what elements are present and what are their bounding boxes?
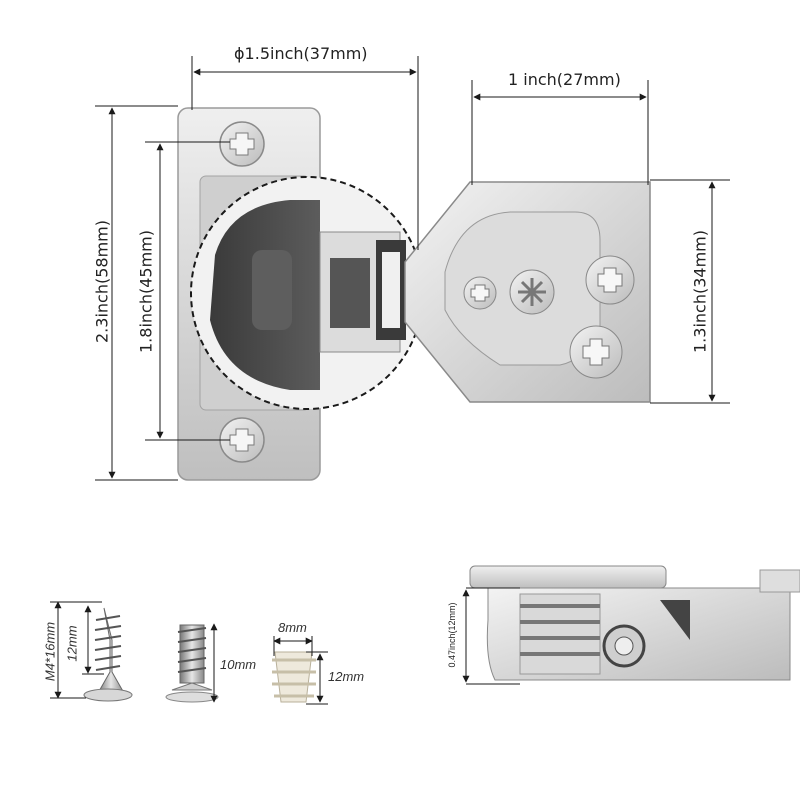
side-thickness-label: 0.47inch(12mm) [447, 602, 457, 668]
plate-screw-bottom [219, 417, 265, 463]
hole-spacing-label: 1.8inch(45mm) [136, 230, 156, 353]
hinge-cup [190, 176, 424, 410]
cup-diameter-label: ϕ1.5inch(37mm) [234, 44, 368, 63]
plate-screw-top [219, 121, 265, 167]
arm-height-label: 1.3inch(34mm) [690, 230, 710, 353]
wood-screw [50, 601, 133, 702]
machine-screw [165, 623, 219, 703]
hinge-side-view [462, 565, 800, 685]
dowel-diameter-label: 8mm [278, 620, 307, 635]
arm-width-label: 1 inch(27mm) [508, 70, 621, 89]
wood-screw-thread-label: 12mm [64, 625, 80, 662]
plate-height-label: 2.3inch(58mm) [92, 220, 112, 343]
dimension-lines [95, 56, 730, 481]
hinge-arm [404, 181, 651, 403]
machine-screw-length-label: 10mm [220, 657, 257, 672]
nylon-dowel [272, 636, 328, 705]
dowel-length-label: 12mm [328, 669, 365, 684]
wood-screw-size-label: M4*16mm [42, 621, 58, 682]
